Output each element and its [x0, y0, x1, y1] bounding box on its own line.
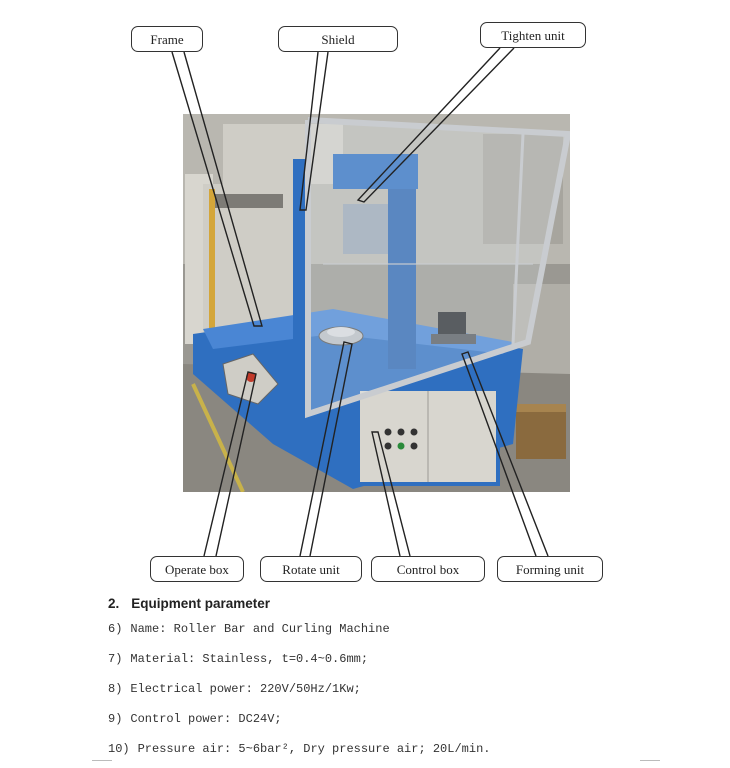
- callout-frame: Frame: [131, 26, 203, 52]
- section-heading: 2. Equipment parameter: [108, 596, 270, 611]
- section-number: 2.: [108, 596, 120, 611]
- param-line: 7) Material: Stainless, t=0.4~0.6mm;: [108, 652, 368, 666]
- param-number: 6): [108, 622, 123, 636]
- param-text: Control power: DC24V;: [130, 712, 282, 726]
- param-number: 10): [108, 742, 130, 756]
- param-line: 10) Pressure air: 5~6bar², Dry pressure a…: [108, 742, 490, 756]
- callout-control-box: Control box: [371, 556, 485, 582]
- param-number: 8): [108, 682, 123, 696]
- param-line: 6) Name: Roller Bar and Curling Machine: [108, 622, 390, 636]
- param-line: 8) Electrical power: 220V/50Hz/1Kw;: [108, 682, 361, 696]
- callout-tighten-unit: Tighten unit: [480, 22, 586, 48]
- callout-shield: Shield: [278, 26, 398, 52]
- page-corner-mark-left: [92, 760, 112, 761]
- param-text: Name: Roller Bar and Curling Machine: [130, 622, 390, 636]
- param-line: 9) Control power: DC24V;: [108, 712, 282, 726]
- section-title: Equipment parameter: [131, 596, 271, 611]
- callout-operate-box: Operate box: [150, 556, 244, 582]
- machine-photo: [183, 114, 570, 492]
- page-corner-mark-right: [640, 760, 660, 761]
- callout-forming-unit: Forming unit: [497, 556, 603, 582]
- param-text: Material: Stainless, t=0.4~0.6mm;: [130, 652, 369, 666]
- param-text: Pressure air: 5~6bar², Dry pressure air;…: [137, 742, 491, 756]
- param-number: 9): [108, 712, 123, 726]
- callout-rotate-unit: Rotate unit: [260, 556, 362, 582]
- param-text: Electrical power: 220V/50Hz/1Kw;: [130, 682, 361, 696]
- param-number: 7): [108, 652, 123, 666]
